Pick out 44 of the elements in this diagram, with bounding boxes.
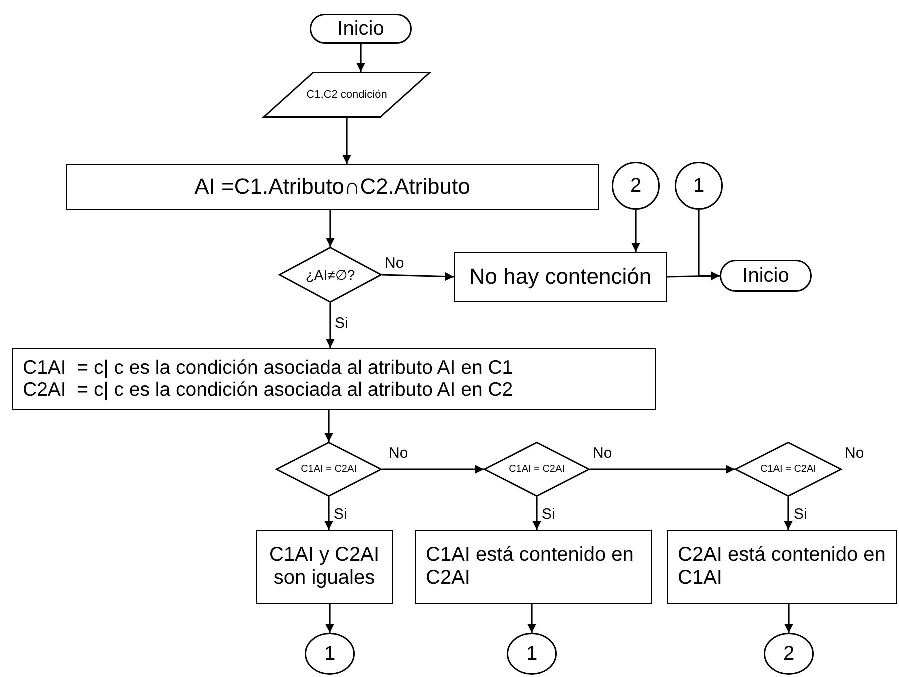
arrow <box>698 210 720 280</box>
arrow <box>590 465 735 474</box>
node-text: Inicio <box>338 18 384 40</box>
node-text: C1AI = c| c es la condición asociada al atributo AI en C1 <box>23 356 514 379</box>
arrow <box>784 604 794 633</box>
node-text: C1,C2 condición <box>306 88 388 102</box>
process-box <box>256 530 393 604</box>
node-text: Inicio <box>742 264 790 288</box>
arrow <box>326 210 335 247</box>
arrow <box>326 303 335 348</box>
arrow <box>528 604 536 633</box>
node-text: No hay contención <box>469 264 652 290</box>
arrow <box>532 497 542 530</box>
arrow <box>382 272 454 282</box>
node-text: 2 <box>783 642 795 666</box>
node-text: 1 <box>526 642 538 666</box>
arrow <box>324 410 334 442</box>
process-box <box>415 530 652 604</box>
edge-label: Si <box>333 507 348 524</box>
branch-label: No <box>844 446 866 462</box>
process-box <box>66 164 599 210</box>
edge-label: Si <box>541 507 556 524</box>
node-text: ¿AI≠∅? <box>306 266 356 284</box>
process-box <box>454 252 667 302</box>
node-text: C2AI está contenido en C1AI <box>678 544 886 590</box>
arrow <box>356 44 366 72</box>
arrow <box>784 497 793 530</box>
node-text: C1AI = C2AI <box>301 464 357 476</box>
arrow <box>382 465 484 474</box>
node-text: C1AI está contenido en C2AI <box>426 544 635 590</box>
node-text: 1 <box>324 642 336 666</box>
node-text: AI =C1.Atributo∩C2.Atributo <box>194 174 470 200</box>
node-text: C1AI = C2AI <box>760 464 816 476</box>
node-text: 2 <box>630 174 642 198</box>
process-box <box>12 348 656 410</box>
process-box <box>667 530 897 604</box>
node-text: C1AI = C2AI <box>509 464 565 476</box>
node-text: 1 <box>693 174 705 198</box>
node-text: C1AI y C2AI son iguales <box>268 544 381 590</box>
arrow <box>324 497 334 530</box>
arrow <box>632 210 640 252</box>
arrow <box>342 118 352 164</box>
arrow <box>326 604 334 633</box>
node-text: C2AI = c| c es la condición asociada al atributo AI en C2 <box>23 379 514 402</box>
